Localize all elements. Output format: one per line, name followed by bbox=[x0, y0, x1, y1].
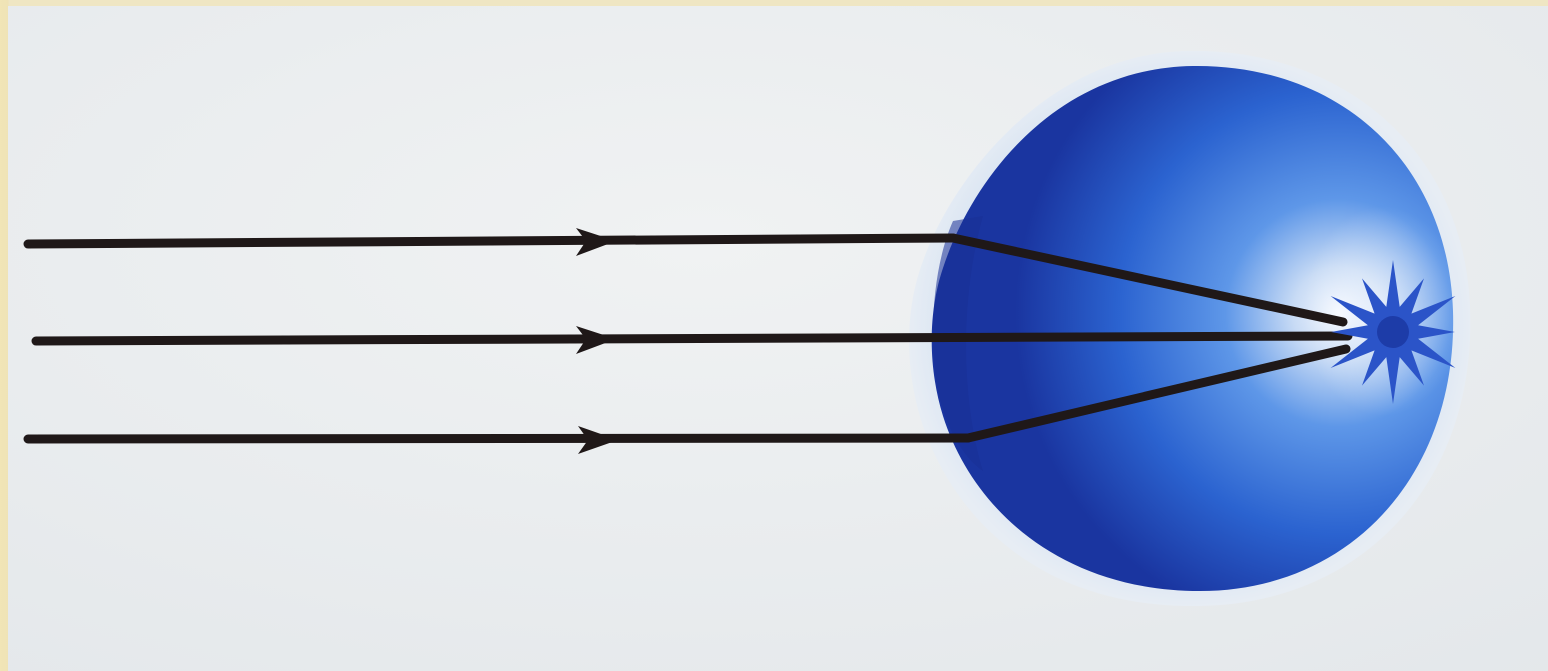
diagram-canvas bbox=[8, 6, 1548, 671]
middle-ray bbox=[36, 336, 1348, 341]
focal-point-core bbox=[1377, 316, 1409, 348]
eye-focus-diagram bbox=[8, 6, 1548, 671]
